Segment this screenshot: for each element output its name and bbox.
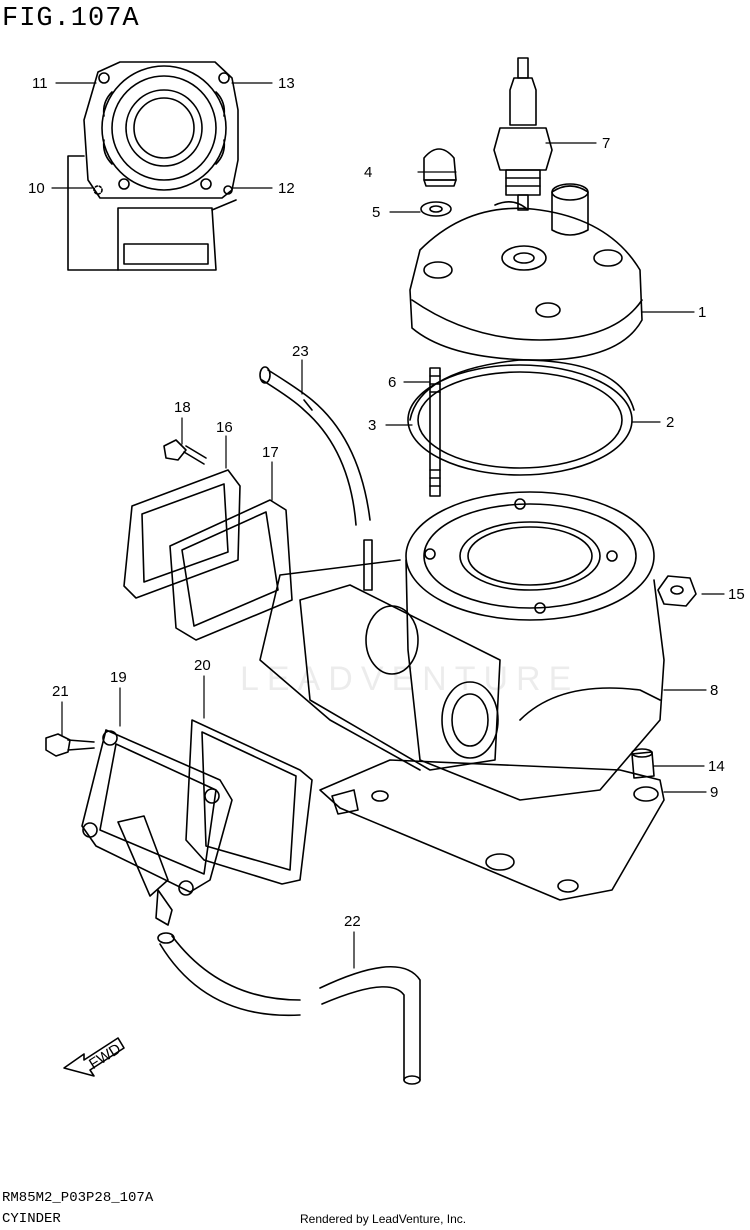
fwd-arrow-icon [63,1037,125,1077]
callout-3: 3 [368,417,376,434]
diagram-code: RM85M2_P03P28_107A [2,1190,154,1206]
cylinder-head-drawing [409,183,643,361]
callout-9: 9 [710,784,718,801]
stud-bolt-drawing [429,367,441,497]
callout-8: 8 [710,682,718,699]
callout-18: 18 [174,399,191,416]
callout-1: 1 [698,304,706,321]
callout-21: 21 [52,683,69,700]
watermark: LEADVENTURE [240,660,580,698]
callout-2: 2 [666,414,674,431]
callout-labels: 11 13 10 12 7 4 5 1 23 6 18 3 2 16 17 15… [28,75,745,1073]
exhaust-cover-drawing [81,719,313,926]
callout-22: 22 [344,913,361,930]
callout-15: 15 [728,586,745,603]
section-name: CYINDER [2,1211,61,1227]
spark-plug-drawing [493,57,553,211]
callouts [51,82,725,969]
hose-drawing [157,932,421,1085]
callout-16: 16 [216,419,233,436]
callout-10: 10 [28,180,45,197]
callout-23: 23 [292,343,309,360]
callout-7: 7 [602,135,610,152]
figure-title: FIG.107A [2,4,140,34]
cover-bolt-drawing [45,733,95,757]
callout-14: 14 [708,758,725,775]
head-gaskets-drawing [407,359,635,476]
nut-and-dowel-drawing [631,575,697,779]
callout-6: 6 [388,374,396,391]
callout-13: 13 [278,75,295,92]
callout-4: 4 [364,164,372,181]
callout-5: 5 [372,204,380,221]
callout-19: 19 [110,669,127,686]
callout-20: 20 [194,657,211,674]
callout-17: 17 [262,444,279,461]
base-gasket-drawing [319,759,665,901]
callout-12: 12 [278,180,295,197]
cap-nut-drawing [420,148,457,217]
credit-text: Rendered by LeadVenture, Inc. [300,1212,467,1226]
breather-hose-drawing [259,366,371,526]
inset-cylinder-head-view [67,61,239,271]
cylinder-drawing [259,491,665,801]
bolt-and-gaskets-drawing [123,439,293,641]
callout-11: 11 [32,75,48,92]
